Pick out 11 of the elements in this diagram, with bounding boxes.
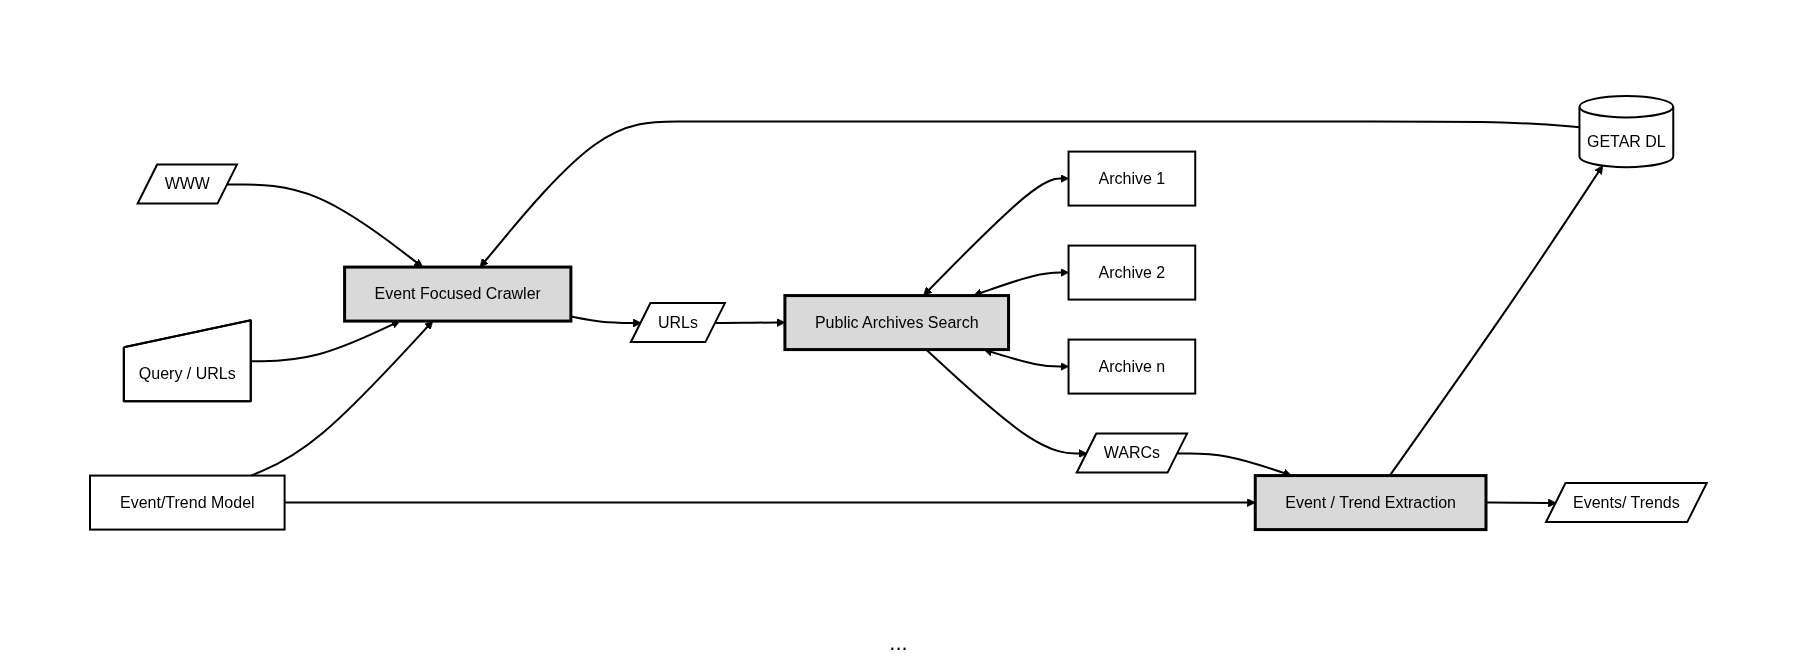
node-box: Archive 2 [1067,244,1197,301]
arrow [479,120,1581,268]
node-box: Public Archives Search [783,294,1011,352]
node-box: Event Focused Crawler [343,265,573,323]
node-box: Event / Trend Extraction [1253,474,1488,532]
ellipsis-text: ... [889,630,908,655]
node-box: Event/Trend Model [89,474,286,531]
arrow [714,318,786,328]
arrow [226,183,424,268]
node-box: Archive n [1067,338,1197,395]
node-box: Archive 1 [1067,150,1197,207]
